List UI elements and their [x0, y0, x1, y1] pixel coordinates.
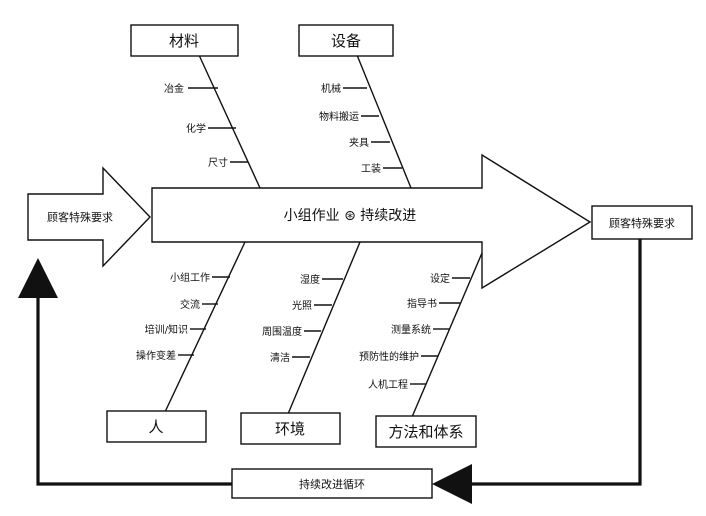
bone-people [164, 241, 246, 413]
cause-methods-3: 测量系统 [391, 323, 431, 336]
loop-label: 持续改进循环 [299, 477, 365, 491]
center-label: 小组作业 ⊛ 持续改进 [284, 207, 417, 224]
cause-environment-4: 清洁 [270, 351, 290, 364]
bone-equipment [356, 54, 412, 189]
cause-people-2: 交流 [180, 298, 200, 311]
category-label-environment: 环境 [275, 420, 305, 438]
cause-environment-2: 光照 [292, 299, 312, 312]
output-label: 顾客特殊要求 [609, 216, 675, 230]
category-label-people: 人 [148, 418, 163, 436]
feedback-arrow-head-up [18, 258, 58, 298]
main-arrow [151, 153, 592, 290]
cause-people-4: 操作变差 [136, 349, 176, 362]
category-box-equipment [298, 24, 394, 57]
category-box-materials [130, 24, 239, 57]
bone-methods [411, 252, 483, 418]
cause-equipment-2: 物料搬运 [319, 110, 359, 123]
input-label: 顾客特殊要求 [47, 210, 113, 224]
cause-equipment-3: 夹具 [349, 136, 369, 149]
cause-environment-1: 湿度 [300, 273, 320, 286]
cause-materials-1: 冶金 [164, 82, 184, 95]
bone-materials [198, 54, 261, 189]
feedback-loop-line [470, 239, 642, 486]
cause-environment-3: 周围温度 [262, 325, 302, 338]
cause-materials-3: 尺寸 [208, 156, 228, 169]
cause-equipment-4: 工装 [361, 162, 381, 175]
category-label-equipment: 设备 [331, 32, 361, 50]
cause-methods-5: 人机工程 [368, 378, 408, 391]
feedback-arrow-head [432, 464, 472, 504]
output-box [591, 205, 693, 240]
category-label-methods: 方法和体系 [388, 423, 463, 441]
category-box-methods [375, 415, 477, 448]
cause-people-1: 小组工作 [170, 271, 210, 284]
feedback-loop-line-left [36, 296, 232, 486]
category-box-environment [240, 412, 341, 445]
cause-methods-2: 指导书 [407, 297, 437, 310]
input-arrow [27, 166, 151, 268]
category-box-people [106, 410, 207, 443]
cause-methods-4: 预防性的维护 [359, 350, 419, 363]
cause-people-3: 培训/知识 [145, 323, 188, 336]
cause-materials-2: 化学 [186, 122, 206, 135]
cause-equipment-1: 机械 [321, 82, 341, 95]
category-label-materials: 材料 [169, 32, 199, 50]
loop-label-box [231, 468, 433, 499]
bone-environment [287, 241, 361, 415]
cause-methods-1: 设定 [430, 272, 450, 285]
